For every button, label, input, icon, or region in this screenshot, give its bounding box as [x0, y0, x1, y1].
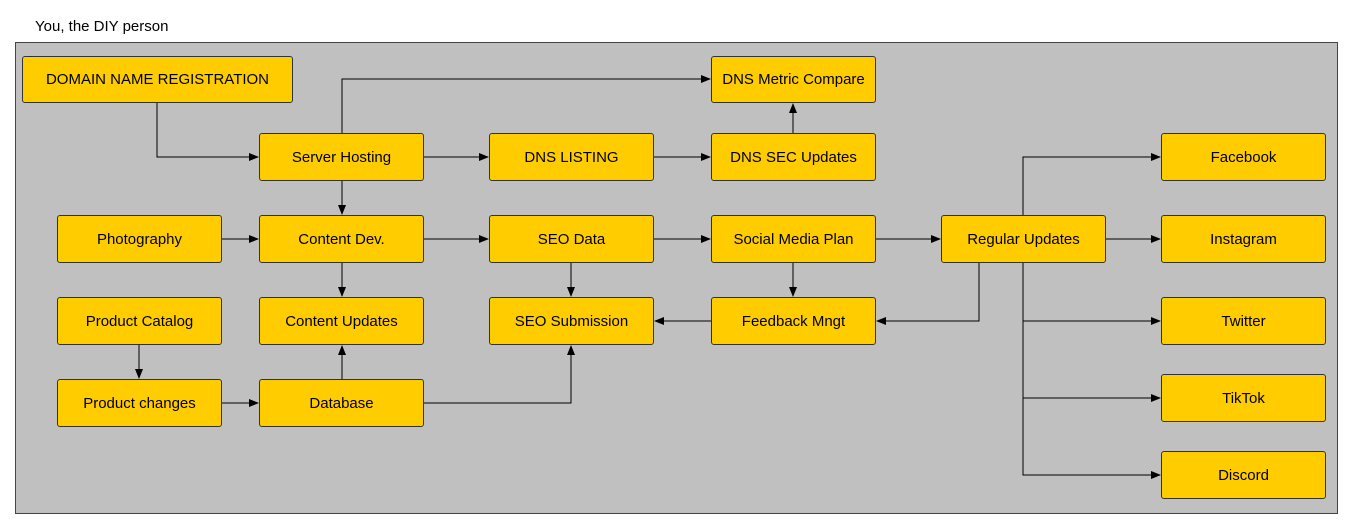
node-seo-data[interactable]: SEO Data: [489, 215, 654, 263]
node-tiktok[interactable]: TikTok: [1161, 374, 1326, 422]
node-dns-sec-updates[interactable]: DNS SEC Updates: [711, 133, 876, 181]
node-dns-listing[interactable]: DNS LISTING: [489, 133, 654, 181]
node-discord[interactable]: Discord: [1161, 451, 1326, 499]
node-regular-updates[interactable]: Regular Updates: [941, 215, 1106, 263]
node-content-dev[interactable]: Content Dev.: [259, 215, 424, 263]
diagram-container: [15, 42, 1338, 514]
node-content-updates[interactable]: Content Updates: [259, 297, 424, 345]
node-product-catalog[interactable]: Product Catalog: [57, 297, 222, 345]
node-domain-registration[interactable]: DOMAIN NAME REGISTRATION: [22, 56, 293, 103]
node-database[interactable]: Database: [259, 379, 424, 427]
node-instagram[interactable]: Instagram: [1161, 215, 1326, 263]
node-twitter[interactable]: Twitter: [1161, 297, 1326, 345]
node-feedback-mngt[interactable]: Feedback Mngt: [711, 297, 876, 345]
node-dns-metric-compare[interactable]: DNS Metric Compare: [711, 56, 876, 103]
node-social-media-plan[interactable]: Social Media Plan: [711, 215, 876, 263]
node-server-hosting[interactable]: Server Hosting: [259, 133, 424, 181]
node-facebook[interactable]: Facebook: [1161, 133, 1326, 181]
node-product-changes[interactable]: Product changes: [57, 379, 222, 427]
node-seo-submission[interactable]: SEO Submission: [489, 297, 654, 345]
page-title: You, the DIY person: [35, 18, 169, 35]
node-photography[interactable]: Photography: [57, 215, 222, 263]
